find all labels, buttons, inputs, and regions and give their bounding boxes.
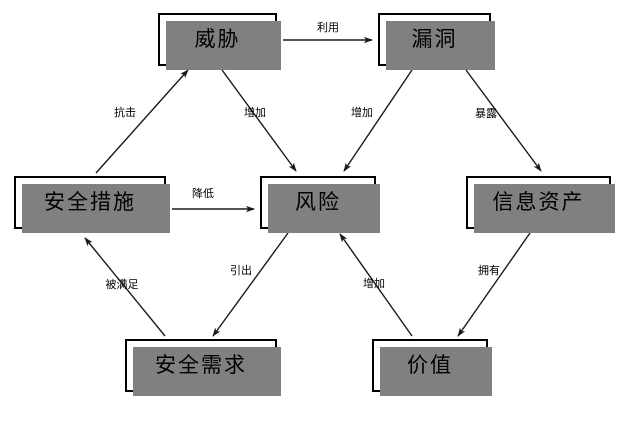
edge-label-increase-value-risk: 增加 [363, 277, 385, 290]
edge-vulnerability-to-risk [343, 69, 413, 172]
edge-label-reduce: 降低 [192, 187, 214, 200]
node-value-label: 价值 [407, 353, 453, 377]
node-security-requirement-label: 安全需求 [155, 353, 247, 377]
edge-label-increase-threat-risk: 增加 [244, 106, 266, 119]
node-vulnerability[interactable]: 漏洞 [378, 13, 495, 70]
node-information-asset-label: 信息资产 [492, 190, 585, 214]
node-value[interactable]: 价值 [372, 339, 492, 396]
edge-label-counter: 抗击 [114, 106, 136, 119]
edge-label-own: 拥有 [478, 264, 500, 277]
edge-vulnerability-to-asset [465, 69, 542, 172]
node-security-control-label: 安全措施 [44, 190, 136, 214]
edge-label-exploit: 利用 [317, 21, 339, 34]
node-threat[interactable]: 威胁 [158, 13, 281, 70]
edge-threat-to-risk [221, 69, 297, 172]
edge-requirement-to-control [84, 237, 166, 337]
edge-label-increase-vuln-risk: 增加 [351, 106, 373, 119]
node-security-control[interactable]: 安全措施 [14, 176, 170, 233]
node-vulnerability-label: 漏洞 [411, 27, 458, 51]
node-threat-label: 威胁 [194, 27, 241, 51]
edge-value-to-risk [339, 233, 413, 337]
node-risk-label: 风险 [295, 190, 341, 214]
edge-control-to-threat [95, 69, 189, 174]
edge-risk-to-requirement [212, 232, 289, 337]
node-risk[interactable]: 风险 [260, 176, 380, 233]
node-security-requirement[interactable]: 安全需求 [125, 339, 281, 396]
edge-asset-to-value [457, 232, 531, 337]
node-information-asset[interactable]: 信息资产 [466, 176, 615, 233]
edge-label-satisfied-by: 被满足 [105, 278, 139, 291]
edge-label-derive: 引出 [230, 264, 252, 277]
edge-label-expose: 暴露 [475, 107, 497, 120]
